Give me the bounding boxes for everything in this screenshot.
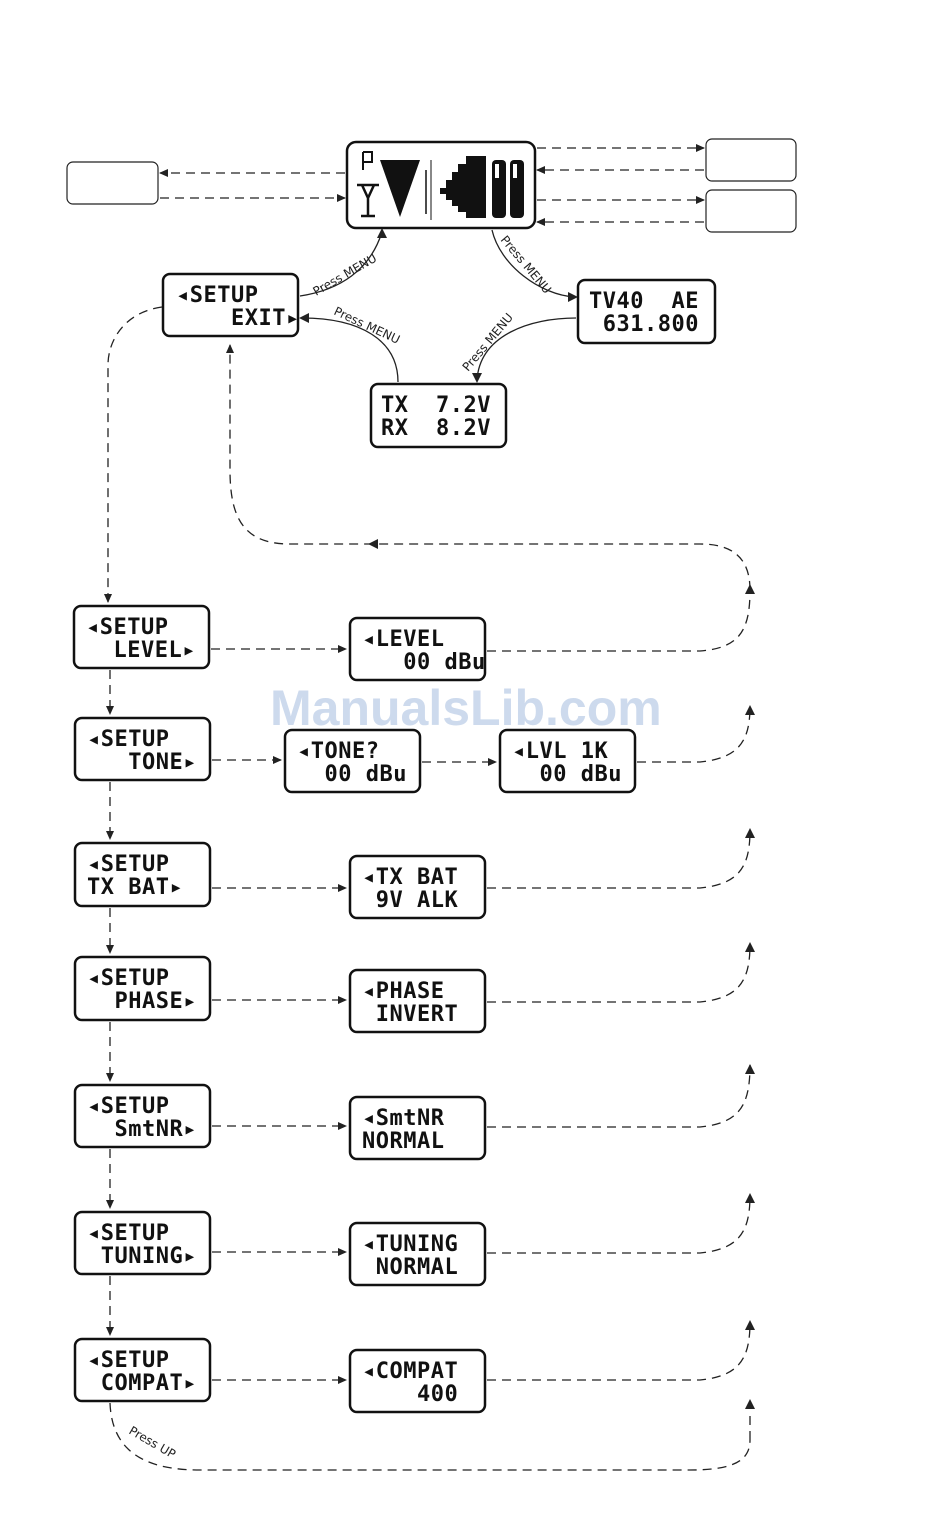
screen-line: ◂TUNING bbox=[362, 1232, 458, 1257]
press-menu-arrow-2 bbox=[491, 229, 576, 298]
arrow-setup-exit-to-level bbox=[104, 306, 163, 603]
screen-line: TX BAT▸ bbox=[87, 875, 183, 900]
screen-tv40: TV40 AE 631.800 bbox=[576, 278, 717, 345]
screen-setup-tuning: ◂SETUP TUNING▸ bbox=[73, 1210, 212, 1276]
screen-line: ◂SETUP bbox=[87, 852, 169, 877]
screen-battery-voltage: TX 7.2V RX 8.2V bbox=[369, 382, 508, 449]
screen-line: ◂SETUP bbox=[86, 615, 168, 640]
screen-line: ◂SETUP bbox=[87, 1348, 169, 1373]
antenna-p-icon bbox=[357, 151, 379, 218]
screen-lvl-1k-value: ◂LVL 1K 00 dBu bbox=[498, 728, 637, 794]
screen-line: ◂SETUP bbox=[87, 727, 169, 752]
screen-line: PHASE▸ bbox=[87, 989, 197, 1014]
screen-line: ◂SETUP bbox=[87, 1094, 169, 1119]
screen-line: SmtNR▸ bbox=[87, 1117, 197, 1142]
screen-line: COMPAT▸ bbox=[87, 1371, 197, 1396]
return-curve-tuning bbox=[487, 1194, 751, 1254]
screen-line: 00 dBu bbox=[297, 762, 407, 787]
screen-setup-level: ◂SETUP LEVEL▸ bbox=[72, 604, 211, 670]
screen-line: 00 dBu bbox=[362, 650, 486, 675]
return-curve-compat bbox=[487, 1321, 751, 1381]
screen-phase-value: ◂PHASE INVERT bbox=[348, 968, 487, 1034]
screen-line: TX 7.2V bbox=[381, 393, 491, 418]
screen-setup-tone: ◂SETUP TONE▸ bbox=[73, 716, 212, 782]
screen-setup-exit: ◂SETUP EXIT▸ bbox=[161, 272, 300, 338]
audio-level-icon bbox=[440, 156, 486, 218]
screen-line: EXIT▸ bbox=[176, 306, 300, 331]
screen-line: ◂LVL 1K bbox=[512, 739, 608, 764]
screen-line: 400 bbox=[362, 1382, 458, 1407]
screen-line: NORMAL bbox=[362, 1129, 444, 1154]
screen-level-value: ◂LEVEL 00 dBu bbox=[348, 616, 487, 682]
screen-setup-compat: ◂SETUP COMPAT▸ bbox=[73, 1337, 212, 1403]
screen-line: 00 dBu bbox=[512, 762, 622, 787]
screen-line: LEVEL▸ bbox=[86, 638, 196, 663]
right-blank-box-1 bbox=[705, 138, 797, 182]
screen-setup-phase: ◂SETUP PHASE▸ bbox=[73, 955, 212, 1022]
return-curve-phase bbox=[487, 943, 751, 1003]
screen-line: NORMAL bbox=[362, 1255, 458, 1280]
screen-setup-tx-bat: ◂SETUP TX BAT▸ bbox=[73, 841, 212, 908]
press-menu-label-3: Press MENU bbox=[460, 310, 516, 373]
screen-setup-smtnr: ◂SETUP SmtNR▸ bbox=[73, 1083, 212, 1149]
press-menu-label-2: Press MENU bbox=[498, 233, 554, 296]
press-up-loop bbox=[109, 1402, 751, 1471]
left-blank-box bbox=[66, 161, 159, 205]
screen-line: ◂SETUP bbox=[87, 1221, 169, 1246]
screen-line: 9V ALK bbox=[362, 888, 458, 913]
screen-line: ◂COMPAT bbox=[362, 1359, 458, 1384]
screen-line: TV40 AE bbox=[589, 289, 699, 314]
screen-line: ◂SmtNR bbox=[362, 1106, 445, 1131]
screen-line: RX 8.2V bbox=[381, 416, 491, 441]
screen-compat-value: ◂COMPAT 400 bbox=[348, 1348, 487, 1414]
screen-line: ◂SETUP bbox=[87, 966, 169, 991]
screen-line: INVERT bbox=[362, 1002, 458, 1027]
press-up-label: Press UP bbox=[127, 1423, 179, 1461]
screen-smtnr-value: ◂SmtNR NORMAL bbox=[348, 1095, 487, 1161]
press-menu-label-1: Press MENU bbox=[311, 251, 380, 299]
screen-line: ◂TONE? bbox=[297, 739, 379, 764]
screen-tone-value: ◂TONE? 00 dBu bbox=[283, 728, 422, 794]
press-menu-arrow-3 bbox=[476, 317, 577, 381]
screen-tuning-value: ◂TUNING NORMAL bbox=[348, 1221, 487, 1287]
watermark: ManualsLib.com bbox=[270, 680, 662, 736]
return-curve-level bbox=[487, 589, 751, 652]
press-menu-arrow-1 bbox=[299, 231, 383, 297]
screen-line: ◂TX BAT bbox=[362, 865, 458, 890]
return-curve-txbat bbox=[487, 829, 751, 889]
screen-line: ◂PHASE bbox=[362, 979, 444, 1004]
press-menu-arrow-4 bbox=[301, 317, 399, 383]
signal-level-icon bbox=[380, 160, 432, 220]
screen-line: 631.800 bbox=[589, 312, 699, 337]
screen-line: TONE▸ bbox=[87, 750, 197, 775]
right-blank-box-2 bbox=[705, 189, 797, 233]
screen-tx-bat-value: ◂TX BAT 9V ALK bbox=[348, 854, 487, 920]
screen-line: TUNING▸ bbox=[87, 1244, 197, 1269]
battery-icon bbox=[492, 160, 524, 218]
return-loop-to-setup-exit bbox=[226, 344, 751, 591]
screen-line: ◂LEVEL bbox=[362, 627, 444, 652]
return-curve-lvl1k bbox=[637, 705, 751, 763]
screen-line: ◂SETUP bbox=[176, 283, 258, 308]
main-display bbox=[345, 140, 537, 230]
press-menu-label-4: Press MENU bbox=[332, 304, 402, 347]
return-curve-smtnr bbox=[487, 1064, 751, 1128]
